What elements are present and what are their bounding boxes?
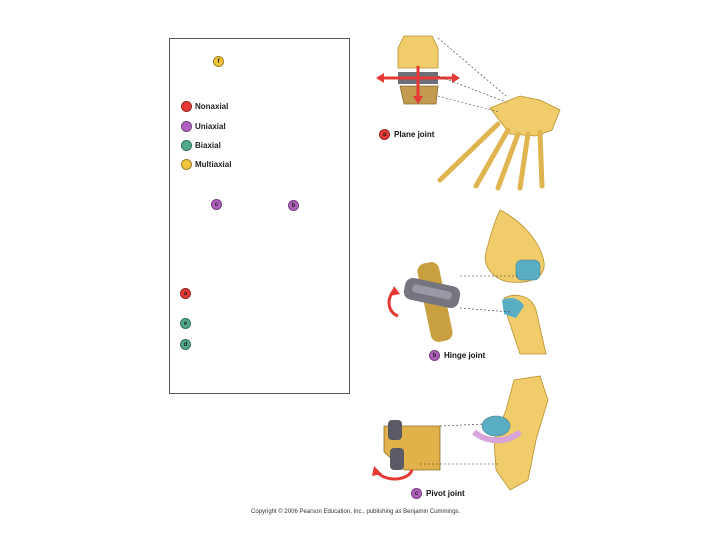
marker-f: f bbox=[213, 56, 224, 67]
marker-b: b bbox=[288, 200, 299, 211]
legend-multiaxial-label: Multiaxial bbox=[195, 160, 232, 169]
legend-biaxial-swatch bbox=[181, 140, 192, 151]
legend-biaxial-label: Biaxial bbox=[195, 141, 221, 150]
plane-joint-label: Plane joint bbox=[394, 130, 435, 139]
pivot-joint-marker: c bbox=[411, 488, 422, 499]
hinge-joint-label: Hinge joint bbox=[444, 351, 486, 360]
legend-multiaxial-swatch bbox=[181, 159, 192, 170]
legend-nonaxial-label: Nonaxial bbox=[195, 102, 229, 111]
marker-a: a bbox=[180, 288, 191, 299]
legend-nonaxial-swatch bbox=[181, 101, 192, 112]
arm-panel bbox=[169, 38, 350, 394]
hinge-joint-marker: b bbox=[429, 350, 440, 361]
marker-c: c bbox=[211, 199, 222, 210]
marker-d: d bbox=[180, 339, 191, 350]
plane-joint-figure bbox=[376, 35, 561, 191]
legend-uniaxial-label: Uniaxial bbox=[195, 122, 226, 131]
marker-e: e bbox=[180, 318, 191, 329]
copyright-text: Copyright © 2006 Pearson Education, Inc.… bbox=[251, 509, 461, 515]
pivot-joint-figure bbox=[372, 375, 549, 491]
hinge-joint-figure bbox=[387, 209, 547, 355]
plane-joint-marker: a bbox=[379, 129, 390, 140]
pivot-joint-label: Pivot joint bbox=[426, 489, 465, 498]
legend-uniaxial-swatch bbox=[181, 121, 192, 132]
